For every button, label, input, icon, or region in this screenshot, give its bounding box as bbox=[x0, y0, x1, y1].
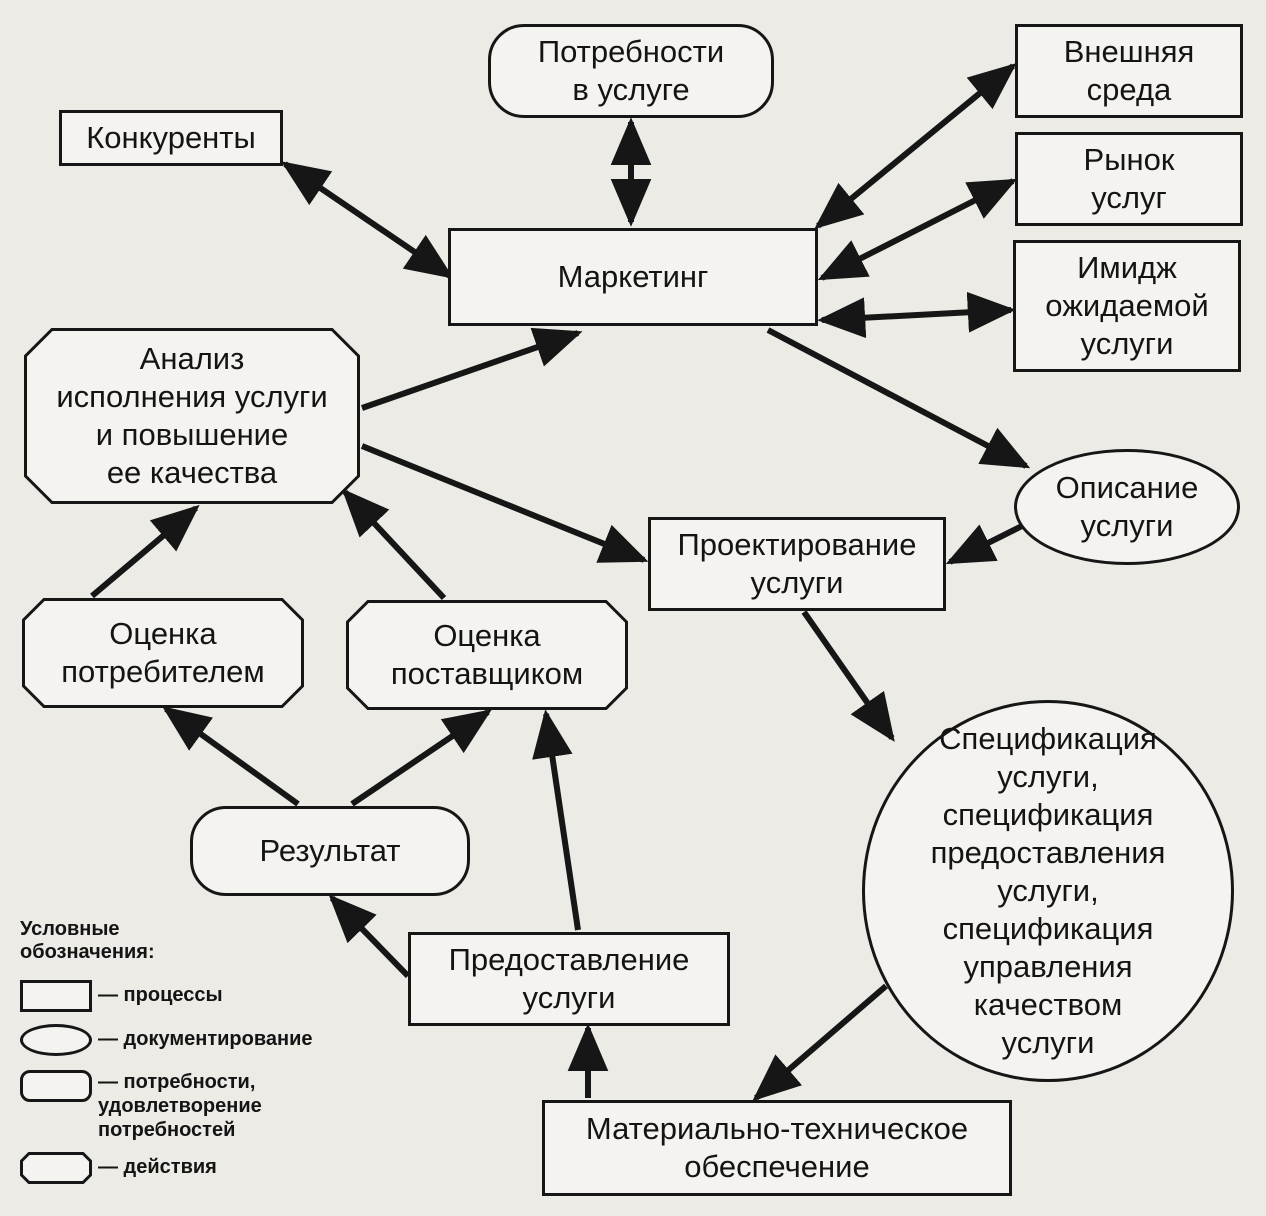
result-label: Результат bbox=[259, 833, 401, 868]
legend-title: Условные обозначения: bbox=[20, 918, 155, 963]
external-environment-node: Внешняя среда bbox=[1015, 24, 1243, 118]
arrow-consumer-analysis bbox=[90, 504, 200, 599]
expected-image-label: Имидж ожидаемой услуги bbox=[1045, 250, 1209, 361]
service-delivery-label: Предоставление услуги bbox=[448, 942, 690, 1015]
service-description-label: Описание услуги bbox=[1055, 470, 1199, 543]
legend-needs-text: — потребности, удовлетворение потребност… bbox=[98, 1071, 262, 1141]
external-environment-label: Внешняя среда bbox=[1063, 34, 1195, 107]
arrow-competitors-marketing bbox=[281, 161, 454, 279]
analysis-node: Анализ исполнения услуги и повышение ее … bbox=[24, 328, 360, 504]
legend-document-symbol bbox=[20, 1024, 92, 1056]
supplier-evaluation-label: Оценка поставщиком bbox=[390, 618, 584, 691]
legend-documenting-text: — документирование bbox=[98, 1028, 313, 1050]
consumer-evaluation-label: Оценка потребителем bbox=[61, 616, 265, 689]
service-market-node: Рынок услуг bbox=[1015, 132, 1243, 226]
arrow-image-marketing bbox=[817, 291, 1016, 339]
service-description-node: Описание услуги bbox=[1014, 449, 1240, 565]
result-node: Результат bbox=[190, 806, 470, 896]
arrow-analysis-design bbox=[360, 443, 649, 563]
service-delivery-node: Предоставление услуги bbox=[408, 932, 730, 1026]
arrow-result-supplier bbox=[350, 709, 492, 807]
arrow-delivery-result bbox=[328, 894, 411, 979]
specification-label: Спецификация услуги, спецификация предос… bbox=[930, 721, 1166, 1060]
logistics-label: Материально-техническое обеспечение bbox=[585, 1111, 969, 1184]
supplier-evaluation-node: Оценка поставщиком bbox=[346, 600, 628, 710]
legend-process-symbol bbox=[20, 980, 92, 1012]
consumer-evaluation-node: Оценка потребителем bbox=[22, 598, 304, 708]
legend-processes-text: — процессы bbox=[98, 984, 223, 1006]
legend-row-actions: — действия bbox=[20, 1152, 217, 1184]
competitors-label: Конкуренты bbox=[86, 120, 256, 155]
legend: Условные обозначения: — процессы — докум… bbox=[20, 918, 380, 1184]
arrow-supplier-analysis bbox=[341, 488, 447, 601]
legend-needs-symbol bbox=[20, 1070, 92, 1102]
needs-label: Потребности в услуге bbox=[537, 34, 725, 107]
arrow-description-design bbox=[945, 523, 1024, 565]
marketing-label: Маркетинг bbox=[557, 259, 709, 294]
arrow-design-specification bbox=[801, 610, 895, 742]
analysis-label: Анализ исполнения услуги и повышение ее … bbox=[56, 341, 328, 490]
arrow-result-consumer bbox=[162, 706, 300, 807]
octagon-shape bbox=[22, 598, 304, 708]
legend-row-processes: — процессы bbox=[20, 980, 223, 1012]
arrow-external-marketing bbox=[814, 62, 1017, 230]
legend-row-needs: — потребности, удовлетворение потребност… bbox=[20, 1070, 262, 1142]
arrow-marketing-description bbox=[766, 327, 1031, 469]
octagon-shape bbox=[24, 328, 360, 504]
service-market-label: Рынок услуг bbox=[1083, 142, 1175, 215]
octagon-icon bbox=[20, 1152, 92, 1184]
arrow-analysis-marketing bbox=[361, 327, 583, 411]
legend-row-documenting: — документирование bbox=[20, 1024, 313, 1056]
legend-action-symbol bbox=[20, 1152, 92, 1184]
marketing-node: Маркетинг bbox=[448, 228, 818, 326]
octagon-shape bbox=[346, 600, 628, 710]
specification-node: Спецификация услуги, спецификация предос… bbox=[862, 700, 1234, 1082]
arrow-delivery-supplier bbox=[532, 709, 581, 931]
competitors-node: Конкуренты bbox=[59, 110, 283, 166]
needs-node: Потребности в услуге bbox=[488, 24, 774, 118]
logistics-node: Материально-техническое обеспечение bbox=[542, 1100, 1012, 1196]
service-design-node: Проектирование услуги bbox=[648, 517, 946, 611]
arrow-specification-logistics bbox=[752, 983, 888, 1102]
legend-actions-text: — действия bbox=[98, 1156, 217, 1178]
expected-image-node: Имидж ожидаемой услуги bbox=[1013, 240, 1241, 372]
arrow-market-marketing bbox=[817, 178, 1018, 281]
service-design-label: Проектирование услуги bbox=[677, 527, 917, 600]
